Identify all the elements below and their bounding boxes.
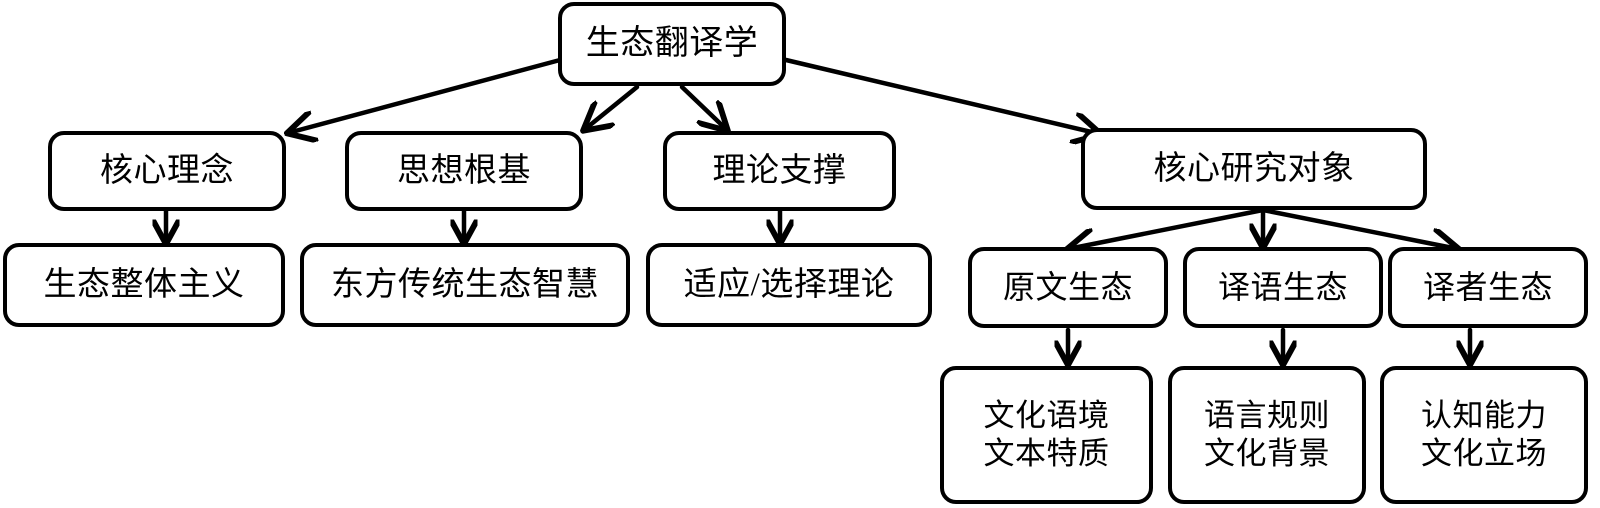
node-thought-foundation-label: 思想根基 [397, 152, 531, 189]
node-core-concept-label: 核心理念 [100, 152, 234, 189]
node-thought-foundation[interactable]: 思想根基 [345, 131, 583, 211]
node-target-ecology-label: 译语生态 [1217, 268, 1348, 305]
node-root[interactable]: 生态翻译学 [558, 2, 786, 86]
node-source-ecology-child-line1: 文化语境 [983, 398, 1110, 434]
node-translator-ecology-child-line1: 认知能力 [1421, 398, 1547, 434]
node-translator-ecology-child[interactable]: 认知能力 文化立场 [1380, 366, 1588, 504]
edge-root-to-research-object [783, 57, 1100, 134]
node-thought-foundation-child-label: 东方传统生态智慧 [331, 266, 599, 303]
node-research-object-label: 核心研究对象 [1153, 150, 1355, 187]
edge-research-object-to-source-ecology [1068, 207, 1266, 249]
node-translator-ecology-label: 译者生态 [1422, 268, 1553, 305]
node-target-ecology-child[interactable]: 语言规则 文化背景 [1168, 366, 1366, 504]
node-research-object[interactable]: 核心研究对象 [1081, 128, 1427, 210]
node-root-label: 生态翻译学 [585, 25, 759, 63]
node-source-ecology-child-line2: 文本特质 [983, 436, 1110, 471]
edge-root-to-theory-support [679, 84, 727, 130]
node-theory-support-child-label: 适应/选择理论 [683, 266, 895, 303]
edge-root-to-thought-foundation [584, 84, 640, 130]
node-core-concept[interactable]: 核心理念 [48, 131, 286, 211]
node-source-ecology[interactable]: 原文生态 [968, 247, 1168, 328]
node-source-ecology-child[interactable]: 文化语境 文本特质 [940, 366, 1153, 504]
node-theory-support[interactable]: 理论支撑 [663, 131, 896, 211]
node-translator-ecology[interactable]: 译者生态 [1388, 247, 1588, 328]
node-translator-ecology-child-line2: 文化立场 [1421, 436, 1547, 471]
node-target-ecology-child-line2: 文化背景 [1204, 436, 1330, 471]
node-target-ecology[interactable]: 译语生态 [1183, 247, 1383, 328]
node-core-concept-child[interactable]: 生态整体主义 [3, 243, 285, 327]
node-thought-foundation-child[interactable]: 东方传统生态智慧 [300, 243, 630, 327]
node-target-ecology-child-line1: 语言规则 [1204, 398, 1330, 434]
node-source-ecology-label: 原文生态 [1002, 268, 1133, 305]
node-core-concept-child-label: 生态整体主义 [43, 266, 245, 303]
node-theory-support-child[interactable]: 适应/选择理论 [646, 243, 932, 327]
edge-research-object-to-translator-ecology [1260, 207, 1458, 249]
edge-root-to-core-concept [288, 57, 563, 133]
node-theory-support-label: 理论支撑 [712, 152, 847, 189]
